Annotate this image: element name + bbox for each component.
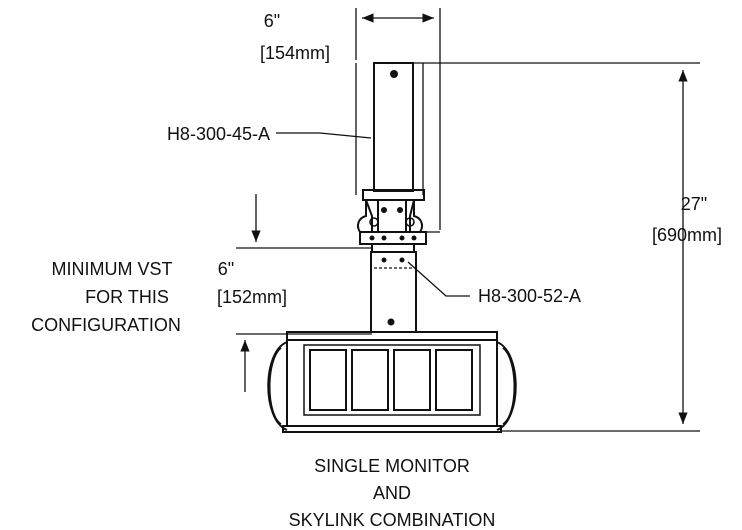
part-callout-upper: H8-300-45-A	[167, 124, 372, 144]
caption-line-2: AND	[373, 483, 411, 503]
height-dimension: 27" [690mm]	[414, 62, 722, 432]
lower-post	[370, 251, 417, 333]
top-width-dimension: 6" [154mm]	[260, 8, 441, 230]
minimum-vst-inches: 6"	[218, 259, 234, 279]
upper-post	[355, 62, 424, 195]
bolt-icon	[390, 70, 398, 78]
height-inches: 27"	[681, 194, 707, 214]
minimum-vst-dimension: MINIMUM VST FOR THIS CONFIGURATION 6" [1…	[31, 194, 372, 392]
top-width-inches: 6"	[264, 11, 280, 31]
clamp-assembly	[357, 189, 440, 253]
minimum-vst-line-3: CONFIGURATION	[31, 315, 181, 335]
height-mm: [690mm]	[652, 225, 722, 245]
top-width-mm: [154mm]	[260, 43, 330, 63]
part-upper-label: H8-300-45-A	[167, 124, 270, 144]
part-lower-label: H8-300-52-A	[478, 286, 581, 306]
minimum-vst-line-2: FOR THIS	[85, 287, 169, 307]
monitor-enclosure	[267, 331, 517, 433]
bolt-icon	[387, 318, 395, 326]
part-callout-lower: H8-300-52-A	[407, 261, 581, 306]
minimum-vst-mm: [152mm]	[217, 287, 287, 307]
minimum-vst-line-1: MINIMUM VST	[52, 259, 173, 279]
drawing-caption: SINGLE MONITOR AND SKYLINK COMBINATION	[289, 456, 496, 530]
caption-line-3: SKYLINK COMBINATION	[289, 510, 496, 530]
caption-line-1: SINGLE MONITOR	[314, 456, 470, 476]
